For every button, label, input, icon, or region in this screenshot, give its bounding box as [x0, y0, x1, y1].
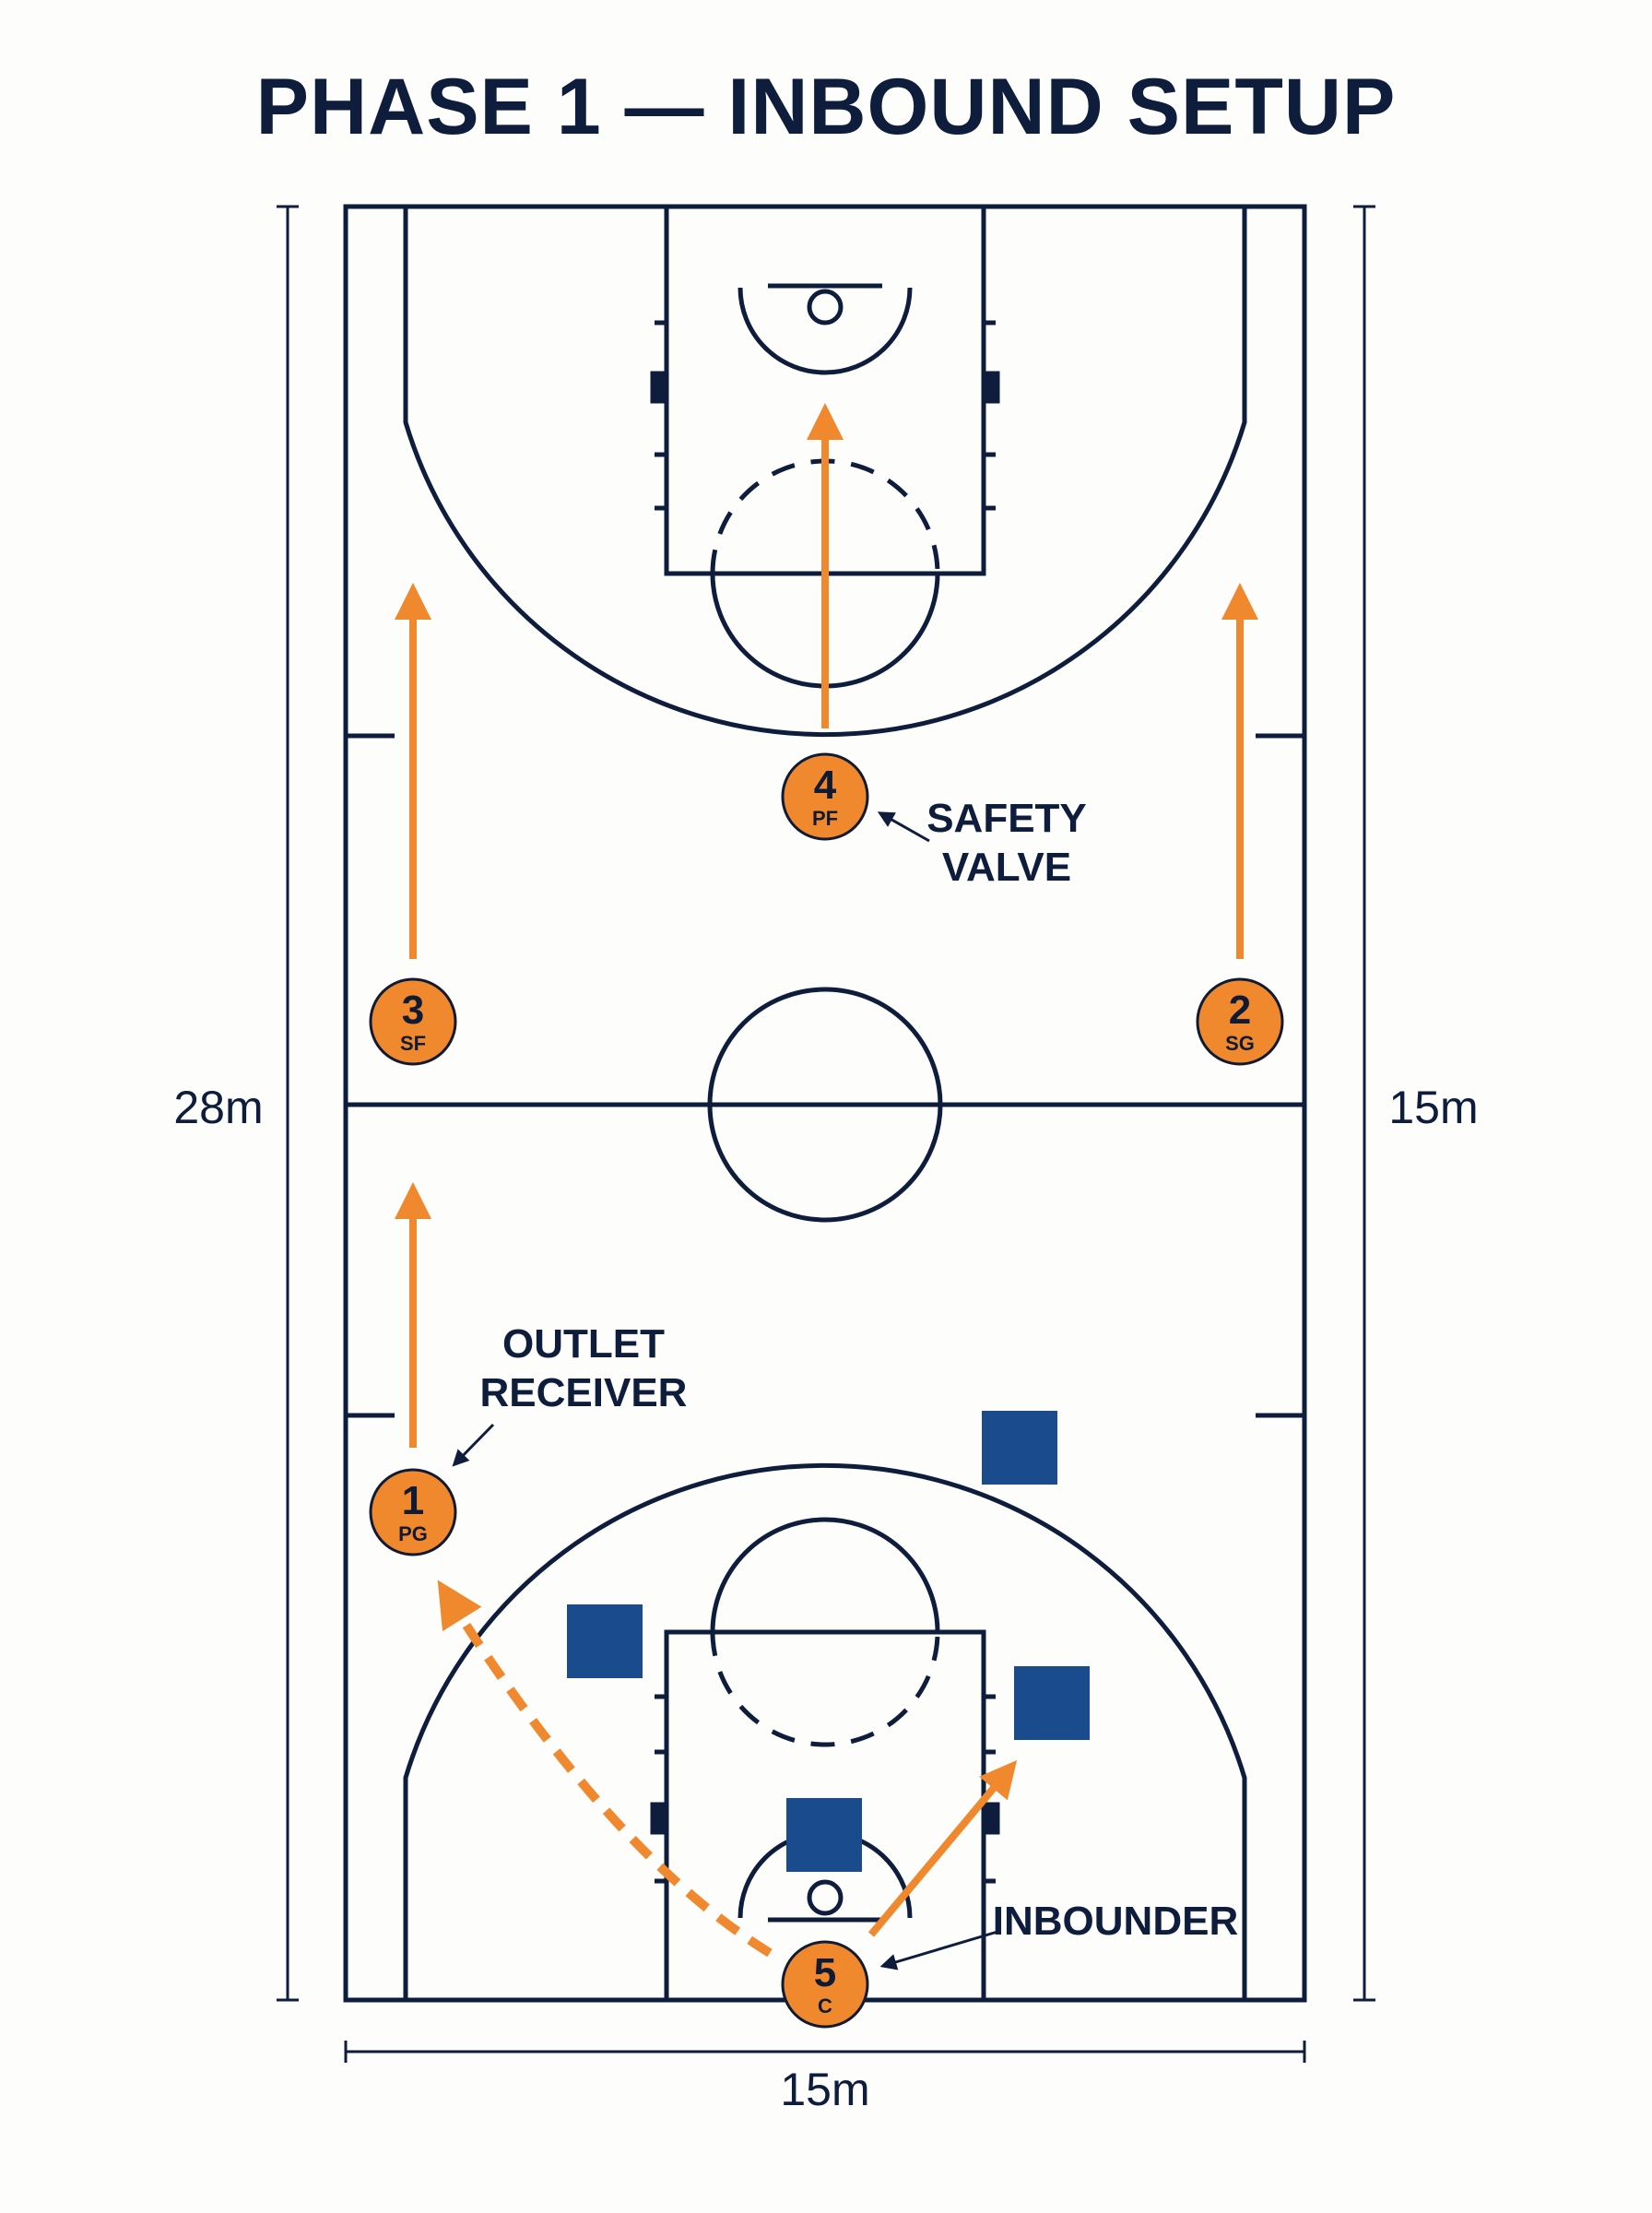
player-number: 3 [402, 988, 424, 1033]
player-position: PF [812, 807, 838, 830]
bottom-ft-circle-solid [710, 1517, 940, 1633]
callout-label: RECEIVER [480, 1370, 688, 1415]
defender-marker [982, 1411, 1057, 1485]
top-three-point-line [403, 207, 1247, 738]
player-position: SF [400, 1032, 426, 1055]
player-position: C [818, 1994, 832, 2018]
dimension-right: 15m [1353, 205, 1479, 2002]
center-circle [707, 987, 943, 1223]
dimension-left-label: 28m [173, 1082, 263, 1133]
player-c: 5 C [781, 1940, 869, 2029]
dimension-left: 28m [173, 205, 299, 2002]
defender-marker [786, 1798, 862, 1872]
callout-inbounder: INBOUNDER [879, 1899, 1238, 1970]
callout-pointer [879, 1930, 998, 1970]
callout-label: OUTLET [502, 1321, 665, 1367]
movement-arrows [395, 403, 1258, 1958]
top-restricted-arc [738, 287, 913, 375]
page-title: PHASE 1 — INBOUND SETUP [256, 63, 1397, 151]
defender-marker [567, 1604, 643, 1678]
dimension-right-label: 15m [1388, 1082, 1478, 1133]
top-hoop [807, 289, 844, 325]
callout-pointer [452, 1423, 495, 1467]
bottom-hoop [807, 1879, 844, 1916]
callout-outlet-receiver: OUTLET RECEIVER [452, 1321, 688, 1467]
player-marker [781, 1940, 869, 2029]
player-number: 4 [814, 763, 837, 808]
player-pf: 4 PF [781, 752, 869, 841]
player-marker [369, 977, 457, 1066]
player-marker [369, 1468, 457, 1556]
player-number: 2 [1229, 988, 1251, 1033]
dimension-bottom: 15m [344, 2041, 1306, 2115]
player-number: 1 [402, 1478, 424, 1523]
callout-label: INBOUNDER [993, 1899, 1238, 1944]
pass-arrow-inbound [437, 1580, 773, 1958]
top-lane-marks [650, 320, 1000, 511]
defender-marker [1014, 1666, 1090, 1740]
bottom-ft-circle-dashed [710, 1631, 940, 1747]
player-marker [1196, 977, 1284, 1066]
player-sg: 2 SG [1196, 977, 1284, 1066]
player-number: 5 [814, 1950, 836, 1995]
player-sf: 3 SF [369, 977, 457, 1066]
callout-label: VALVE [942, 845, 1071, 890]
defenders [567, 1411, 1090, 1872]
player-pg: 1 PG [369, 1468, 457, 1556]
callout-pointer [877, 811, 930, 843]
cut-arrow-c [867, 1759, 1018, 1937]
callout-label: SAFETY [926, 796, 1087, 841]
callout-safety-valve: SAFETY VALVE [877, 796, 1087, 890]
bottom-three-point-line [403, 1462, 1247, 2000]
players: 4 PF 3 SF 2 SG 1 PG 5 C [369, 752, 1284, 2029]
top-half [346, 204, 1304, 739]
player-position: PG [398, 1522, 428, 1545]
bottom-lane-marks [650, 1694, 1000, 1884]
player-position: SG [1225, 1032, 1255, 1055]
dimension-bottom-label: 15m [780, 2064, 869, 2115]
player-marker [781, 752, 869, 841]
